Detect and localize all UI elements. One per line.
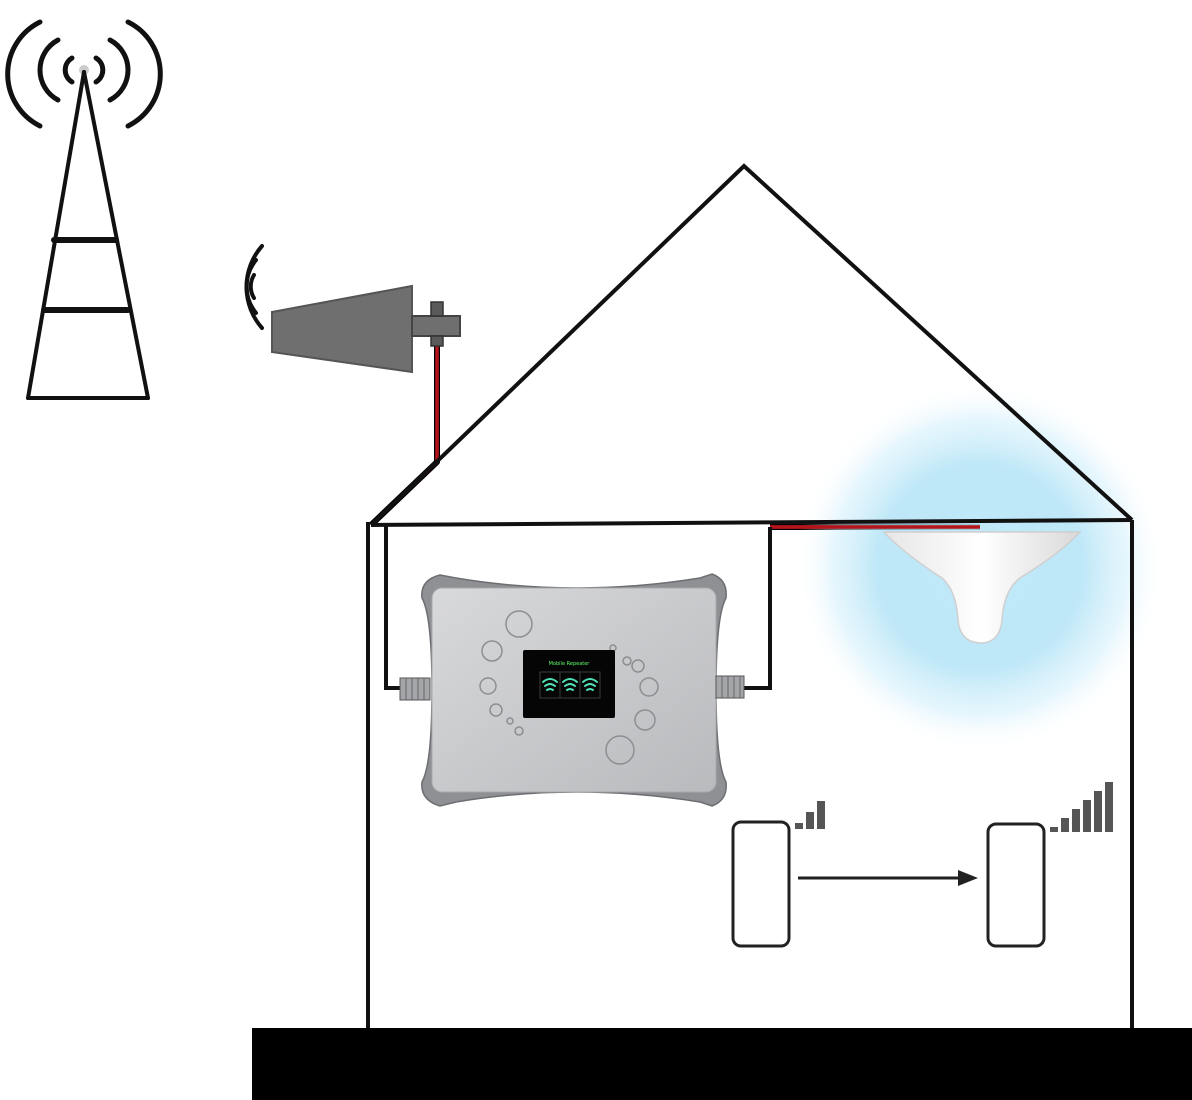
signal-bar bbox=[1061, 818, 1069, 832]
tower-structure bbox=[26, 70, 150, 400]
booster-decor-circles bbox=[479, 610, 659, 765]
antenna-signal-waves-icon bbox=[244, 244, 264, 330]
signal-bar bbox=[1050, 827, 1058, 832]
phone-before-icon bbox=[731, 820, 791, 948]
improvement-arrow-icon bbox=[798, 870, 978, 886]
booster-output-connector bbox=[715, 675, 745, 699]
roof bbox=[369, 163, 1134, 527]
house-outline bbox=[366, 163, 1134, 1030]
signal-bar bbox=[1083, 800, 1091, 832]
cell-tower-icon bbox=[5, 19, 163, 400]
booster-input-connector bbox=[399, 677, 431, 701]
booster-screen-panels bbox=[539, 671, 601, 699]
signal-bar bbox=[806, 812, 814, 829]
signal-bar bbox=[795, 823, 803, 829]
tower-signal-waves-icon bbox=[5, 19, 163, 129]
signal-bar bbox=[1105, 782, 1113, 832]
signal-bar bbox=[817, 801, 825, 829]
jumper-cables bbox=[384, 525, 772, 690]
booster-screen-title: Mobile Repeater bbox=[549, 661, 591, 667]
signal-booster-device: Mobile Repeater bbox=[399, 573, 745, 807]
phone-after-signal-bars bbox=[1050, 782, 1113, 832]
signal-bar bbox=[1072, 809, 1080, 832]
outdoor-antenna-icon bbox=[271, 284, 461, 374]
ceiling-antenna-icon bbox=[882, 531, 1082, 644]
phone-after-icon bbox=[986, 822, 1046, 948]
wifi-signal-icon bbox=[542, 678, 558, 691]
wifi-signal-icon bbox=[582, 678, 598, 691]
wifi-signal-icon bbox=[562, 678, 578, 691]
signal-bar bbox=[1094, 791, 1102, 832]
ground bbox=[252, 1028, 1192, 1100]
ceiling-line bbox=[370, 518, 1133, 527]
phone-before-signal-bars bbox=[795, 801, 825, 829]
